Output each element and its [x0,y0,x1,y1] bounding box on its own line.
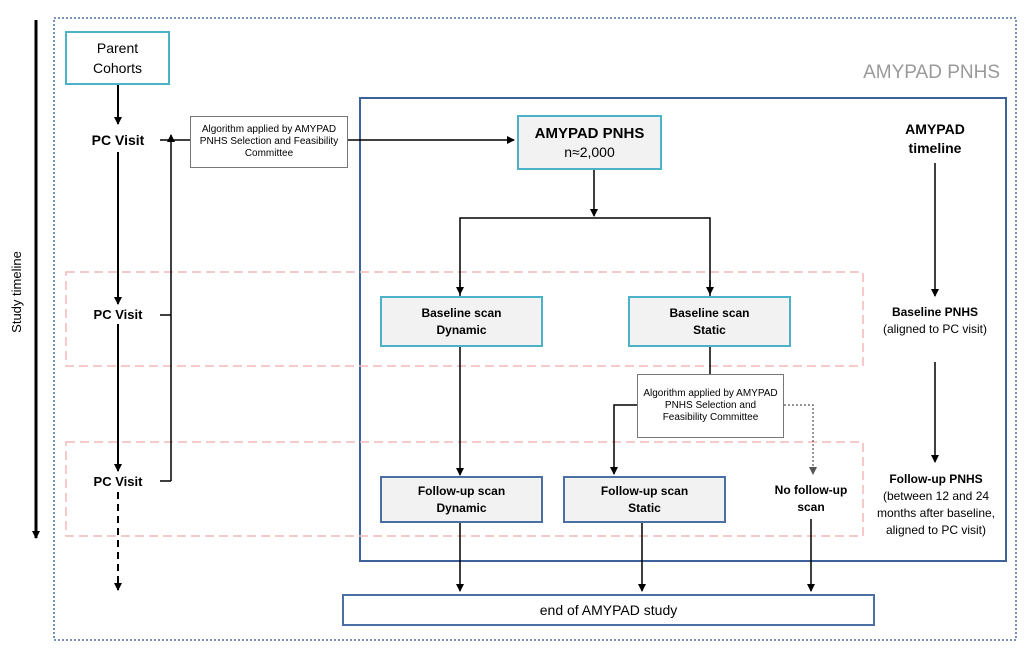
amypad-pnhs-count: n≈2,000 [564,143,615,160]
algorithm-note-1: Algorithm applied by AMYPAD PNHS Selecti… [190,116,348,168]
split-branch [459,217,711,296]
baseline-band [65,271,864,367]
amypad-timeline-label: AMYPAD timeline [905,121,965,156]
arrow-algo-to-no-fu [784,404,817,475]
diagram-title: AMYPAD PNHS [863,62,1000,83]
amypad-frame [359,97,1007,562]
arrow-algo-to-fu-static [610,404,637,475]
amypad-pnhs-box: AMYPAD PNHS n≈2,000 [517,115,662,170]
followup-pnhs-label: Follow-up PNHS (between 12 and 24 months… [876,472,996,537]
algorithm-note-2: Algorithm applied by AMYPAD PNHS Selecti… [637,374,784,438]
pc-visit-3: PC Visit [93,474,143,489]
parent-cohorts-label: Parent Cohorts [92,40,143,76]
parent-cohorts-box: Parent Cohorts [65,31,170,85]
no-followup-label: No follow-up scan [774,483,848,514]
baseline-pnhs-label: Baseline PNHS (aligned to PC visit) [882,305,988,336]
study-timeline-label: Study timeline [9,251,24,333]
baseline-scan-static-box: Baseline scan Static [628,296,791,347]
followup-scan-dynamic-box: Follow-up scan Dynamic [380,476,543,523]
end-of-study-box: end of AMYPAD study [342,594,875,626]
amypad-pnhs-title: AMYPAD PNHS [534,124,645,142]
baseline-scan-dynamic-box: Baseline scan Dynamic [380,296,543,347]
followup-scan-static-box: Follow-up scan Static [563,476,726,523]
pc-visit-1: PC Visit [91,132,145,148]
pc-visit-2: PC Visit [93,307,143,322]
followup-band [65,441,864,537]
outer-frame [53,17,1017,641]
